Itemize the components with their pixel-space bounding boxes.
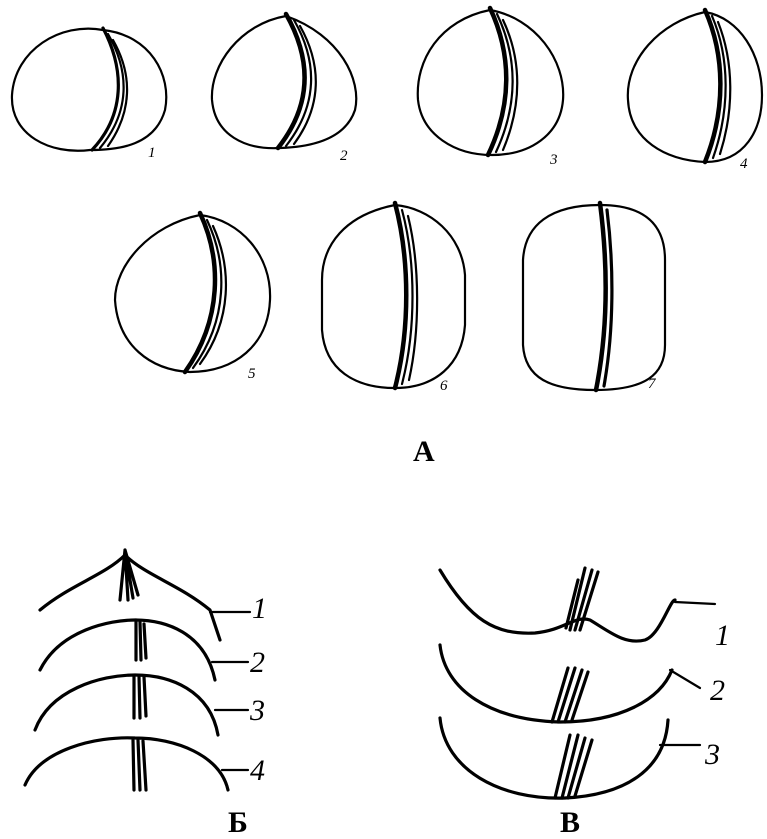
- panel-a-number-5: 5: [248, 366, 256, 382]
- panel-v-diagrams: 1 2 3: [440, 568, 730, 798]
- panel-a-figure-1: 1: [12, 28, 166, 161]
- panel-v-number-3: 3: [704, 738, 720, 771]
- panel-a-diagrams: 1 2 3 4: [12, 8, 762, 394]
- panel-a-figure-3: 3: [418, 8, 563, 168]
- panel-a-figure-2: 2: [212, 14, 356, 164]
- panel-a-figure-6: 6: [322, 203, 465, 394]
- panel-b-label: Б: [228, 808, 248, 838]
- panel-b-number-4: 4: [250, 754, 265, 787]
- panel-b-number-1: 1: [252, 592, 267, 625]
- panel-b-number-2: 2: [250, 646, 265, 679]
- panel-a-number-7: 7: [648, 376, 657, 392]
- panel-a-number-3: 3: [549, 152, 558, 168]
- panel-a-figure-5: 5: [115, 213, 270, 382]
- panel-a-label: А: [413, 437, 435, 467]
- panel-a-number-6: 6: [440, 378, 448, 394]
- panel-v-label: В: [560, 808, 580, 838]
- panel-v-number-2: 2: [710, 674, 725, 707]
- panel-a-figure-4: 4: [628, 10, 762, 172]
- panel-v-number-1: 1: [715, 619, 730, 652]
- panel-b-diagrams: 1 2 3 4: [25, 550, 267, 790]
- panel-a-number-2: 2: [340, 148, 348, 164]
- panel-a-number-4: 4: [740, 156, 748, 172]
- panel-b-number-3: 3: [249, 694, 265, 727]
- panel-a-number-1: 1: [148, 145, 156, 161]
- panel-a-figure-7: 7: [523, 203, 665, 392]
